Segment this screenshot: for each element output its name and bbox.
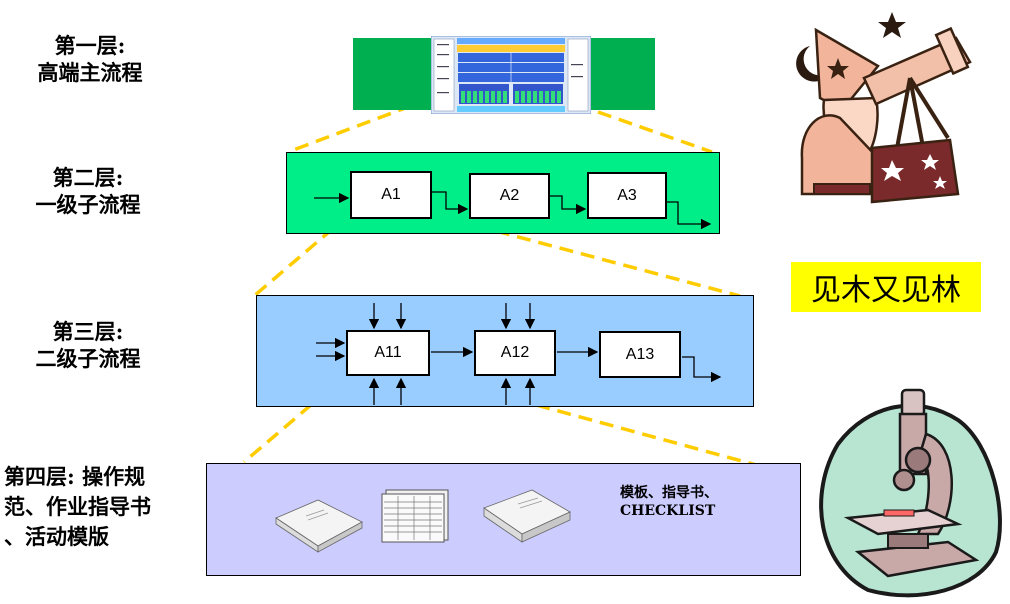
document-form-icon — [381, 489, 449, 543]
layer1-label: 第一层: 高端主流程 — [30, 32, 150, 86]
layer1-subtitle: 高端主流程 — [37, 60, 143, 85]
layer3-subtitle: 二级子流程 — [35, 346, 141, 371]
process-box-a12: A12 — [474, 330, 556, 376]
slogan-box: 见木又见林 — [791, 262, 981, 312]
layer4-line3: 、活动模版 — [4, 524, 109, 549]
wizard-telescope-clipart — [796, 12, 972, 204]
layer4-label: 第四层: 操作规 范、作业指导书 、活动模版 — [4, 462, 194, 552]
layer4-line1: 第四层: 操作规 — [4, 464, 146, 489]
layer4-line2: 范、作业指导书 — [4, 494, 151, 519]
process-box-a2: A2 — [469, 173, 550, 219]
document-stack-icon-1 — [275, 499, 363, 553]
layer2-label: 第二层: 一级子流程 — [28, 164, 148, 218]
process-box-a1: A1 — [350, 171, 432, 219]
layer3-title: 第三层: — [52, 319, 124, 344]
microscope-clipart — [819, 388, 1002, 598]
documents-caption-line1: 模板、指导书、 — [620, 485, 718, 501]
layer1-title: 第一层: — [54, 33, 126, 58]
process-box-a3: A3 — [587, 172, 667, 219]
layer2-subtitle: 一级子流程 — [35, 192, 141, 217]
layer3-label: 第三层: 二级子流程 — [28, 318, 148, 372]
documents-caption-line2: CHECKLIST — [620, 503, 716, 519]
level3-flow-arrows — [316, 303, 722, 405]
level1-green-right — [585, 38, 655, 110]
process-box-a11: A11 — [346, 330, 430, 376]
document-stack-icon-2 — [483, 489, 571, 543]
level1-green-left — [353, 38, 433, 110]
layer2-title: 第二层: — [52, 165, 124, 190]
process-box-a13: A13 — [599, 331, 681, 378]
documents-caption: 模板、指导书、 CHECKLIST — [620, 484, 760, 520]
level2-flow-arrows — [314, 191, 712, 230]
level1-process-map-thumbnail — [431, 36, 591, 114]
